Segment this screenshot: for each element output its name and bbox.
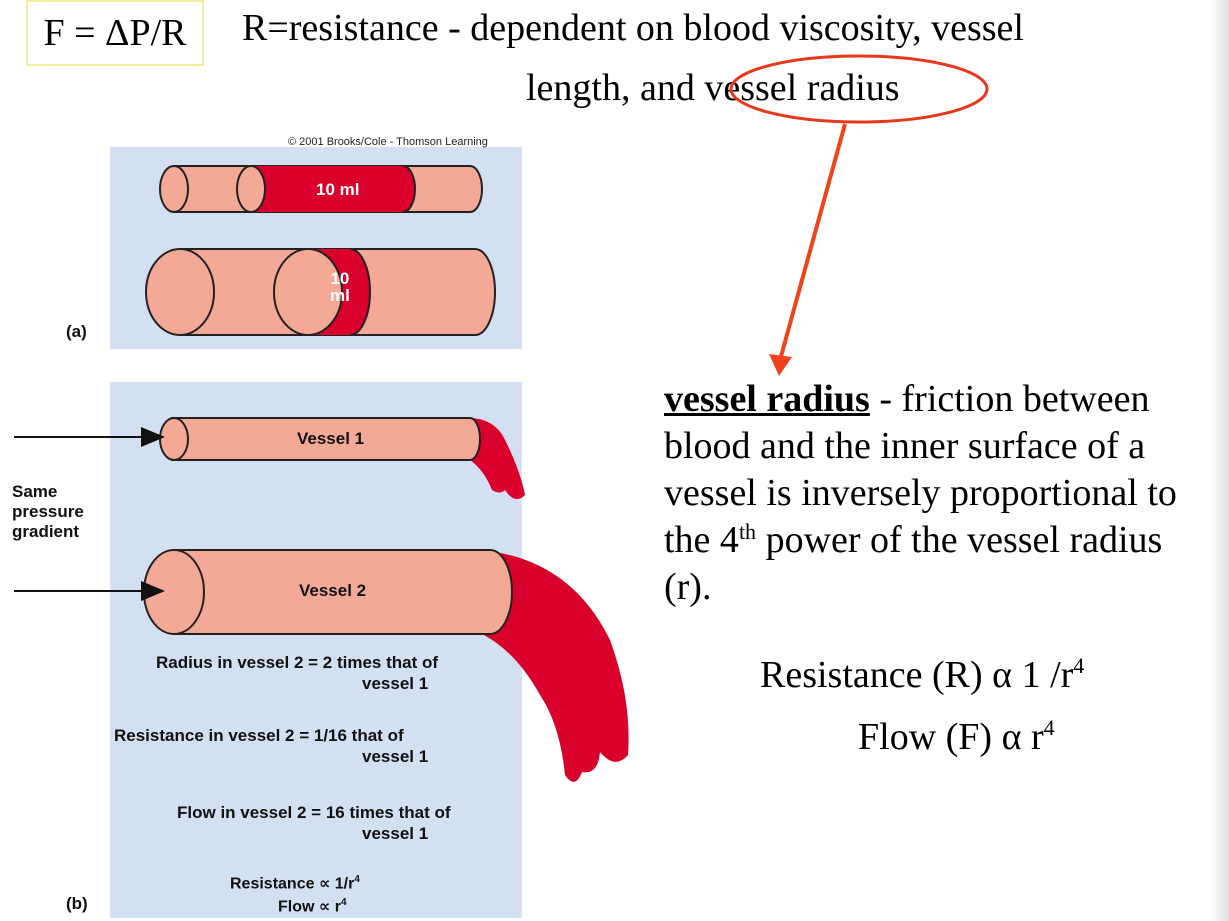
panel-b-label: (b) [66, 894, 88, 913]
volume-label-a2-line1: 10 [330, 269, 350, 288]
resistance-statement: Resistance in vessel 2 = 1/16 that of ve… [114, 725, 428, 767]
prop-flow-exp: 4 [340, 897, 347, 909]
tube-a-narrow [159, 165, 483, 213]
prop-resistance-exp: 4 [354, 874, 360, 885]
copyright-text: © 2001 Brooks/Cole - Thomson Learning [288, 136, 488, 148]
resistance-line-1: Resistance in vessel 2 = 1/16 that of [114, 726, 404, 745]
flow-equation-text: Flow (F) α r [858, 716, 1044, 758]
flow-equation-exp: 4 [1043, 715, 1055, 740]
volume-label-a1: 10 ml [316, 180, 360, 199]
vessel-1-label: Vessel 1 [297, 429, 365, 448]
right-edge-shadow [1209, 0, 1229, 921]
prop-flow-text: Flow ∝ r [278, 898, 341, 916]
volume-label-a2-line2: ml [330, 286, 350, 305]
volume-label-a2: 10 ml [330, 270, 350, 304]
vessel-radius-explanation: vessel radius - friction between blood a… [664, 376, 1219, 611]
vessel-2-label: Vessel 2 [299, 581, 367, 600]
vessel-1 [14, 417, 525, 499]
formula-text: F = ΔP/R [43, 12, 187, 54]
explanation-sup: th [738, 519, 757, 544]
flow-line-2: vessel 1 [362, 824, 429, 843]
radius-line-1: Radius in vessel 2 = 2 times that of [156, 653, 439, 672]
resistance-equation: Resistance (R) α 1 /r4 [760, 652, 1084, 698]
formula-box: F = ΔP/R [26, 0, 204, 66]
side-label-line3: gradient [12, 522, 80, 541]
side-label-line1: Same [12, 482, 58, 501]
vessel-2 [14, 549, 629, 782]
tube-a-wide [145, 248, 496, 336]
figure-panel-b [110, 382, 522, 918]
explanation-term: vessel radius [664, 378, 870, 420]
radius-statement: Radius in vessel 2 = 2 times that of ves… [156, 652, 438, 694]
proportionality-statement: Resistance ∝ 1/r4 Flow ∝ r4 [230, 870, 360, 917]
flow-equation: Flow (F) α r4 [858, 714, 1055, 760]
prop-flow: Flow ∝ r4 [230, 893, 360, 916]
side-label-line2: pressure [12, 502, 84, 521]
resistance-line-2: vessel 1 [362, 747, 429, 766]
pressure-gradient-label: Same pressure gradient [12, 482, 84, 542]
panel-a-label: (a) [66, 322, 87, 341]
resistance-equation-text: Resistance (R) α 1 /r [760, 654, 1074, 696]
explanation-text-b: power of the vessel radius (r). [664, 519, 1163, 608]
prop-resistance-text: Resistance ∝ 1/r [230, 875, 355, 893]
radius-line-2: vessel 1 [362, 674, 429, 693]
header-line-1: R=resistance - dependent on blood viscos… [242, 7, 1024, 49]
flow-line-1: Flow in vessel 2 = 16 times that of [177, 803, 451, 822]
explanation-text-a: - friction between blood and the inner s… [664, 378, 1177, 561]
resistance-equation-exp: 4 [1073, 653, 1085, 678]
flow-statement: Flow in vessel 2 = 16 times that of vess… [177, 802, 451, 844]
prop-resistance: Resistance ∝ 1/r4 [230, 870, 360, 893]
